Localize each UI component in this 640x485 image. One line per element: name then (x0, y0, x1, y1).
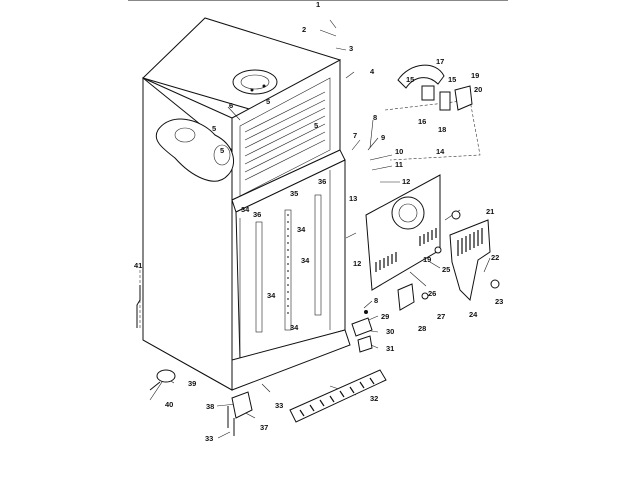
small-parts (351, 246, 442, 353)
callout-3: 3 (349, 44, 354, 53)
callout-11: 11 (395, 160, 403, 169)
callout-12a: 12 (402, 177, 411, 186)
callout-9: 9 (381, 133, 386, 142)
callout-23: 23 (495, 297, 504, 306)
light-housing (449, 210, 500, 302)
callout-36a: 36 (318, 177, 327, 186)
callout-5d: 5 (314, 121, 319, 130)
callout-19b: 19 (423, 255, 432, 264)
callout-5a: 5 (266, 97, 271, 106)
callout-20: 20 (474, 85, 483, 94)
callout-40: 40 (165, 400, 174, 409)
callout-8b: 8 (374, 296, 379, 305)
callout-27: 27 (437, 312, 446, 321)
callout-13: 13 (349, 194, 358, 203)
callout-34c: 34 (301, 256, 310, 265)
callout-39: 39 (188, 379, 197, 388)
callout-15b: 15 (448, 75, 457, 84)
shelf-rails (255, 194, 322, 333)
callout-29: 29 (381, 312, 390, 321)
callout-17: 17 (436, 57, 445, 66)
callout-5b: 5 (212, 124, 217, 133)
callout-2: 2 (302, 25, 307, 34)
callout-24: 24 (469, 310, 478, 319)
callout-36b: 36 (253, 210, 262, 219)
callout-15a: 15 (406, 75, 415, 84)
callout-38: 38 (206, 402, 215, 411)
evaporator-cover (365, 174, 441, 291)
callout-16: 16 (418, 117, 427, 126)
fan-motor-assembly (397, 64, 473, 111)
leader-lines (139, 19, 491, 439)
callout-33a: 33 (275, 401, 284, 410)
callout-32: 32 (370, 394, 379, 403)
callout-31: 31 (386, 344, 395, 353)
cabinet-body (142, 17, 351, 391)
drain-tube (136, 285, 141, 328)
callout-12b: 12 (353, 259, 362, 268)
side-bracket (155, 118, 235, 182)
callout-35: 35 (290, 189, 299, 198)
callout-37: 37 (260, 423, 269, 432)
callout-4: 4 (370, 67, 375, 76)
callout-7: 7 (353, 131, 358, 140)
callout-34a: 34 (241, 205, 250, 214)
callout-34e: 34 (290, 323, 299, 332)
callout-26: 26 (428, 289, 437, 298)
top-hinge-bracket (232, 69, 278, 95)
bottom-hinge (227, 391, 253, 436)
callout-30: 30 (386, 327, 395, 336)
callout-6: 6 (229, 101, 234, 110)
callout-22: 22 (491, 253, 500, 262)
callout-8a: 8 (373, 113, 378, 122)
callout-21: 21 (486, 207, 495, 216)
toe-grille (289, 369, 387, 423)
callout-5c: 5 (220, 146, 225, 155)
callout-10: 10 (395, 147, 404, 156)
callout-14: 14 (436, 147, 445, 156)
callout-18: 18 (438, 125, 447, 134)
callout-34d: 34 (267, 291, 276, 300)
callout-1: 1 (316, 0, 321, 9)
callout-34b: 34 (297, 225, 306, 234)
callout-41: 41 (134, 261, 143, 270)
callout-19a: 19 (471, 71, 480, 80)
callout-28: 28 (418, 324, 427, 333)
callout-25: 25 (442, 265, 451, 274)
callout-33b: 33 (205, 434, 214, 443)
leveling-leg (149, 369, 176, 391)
